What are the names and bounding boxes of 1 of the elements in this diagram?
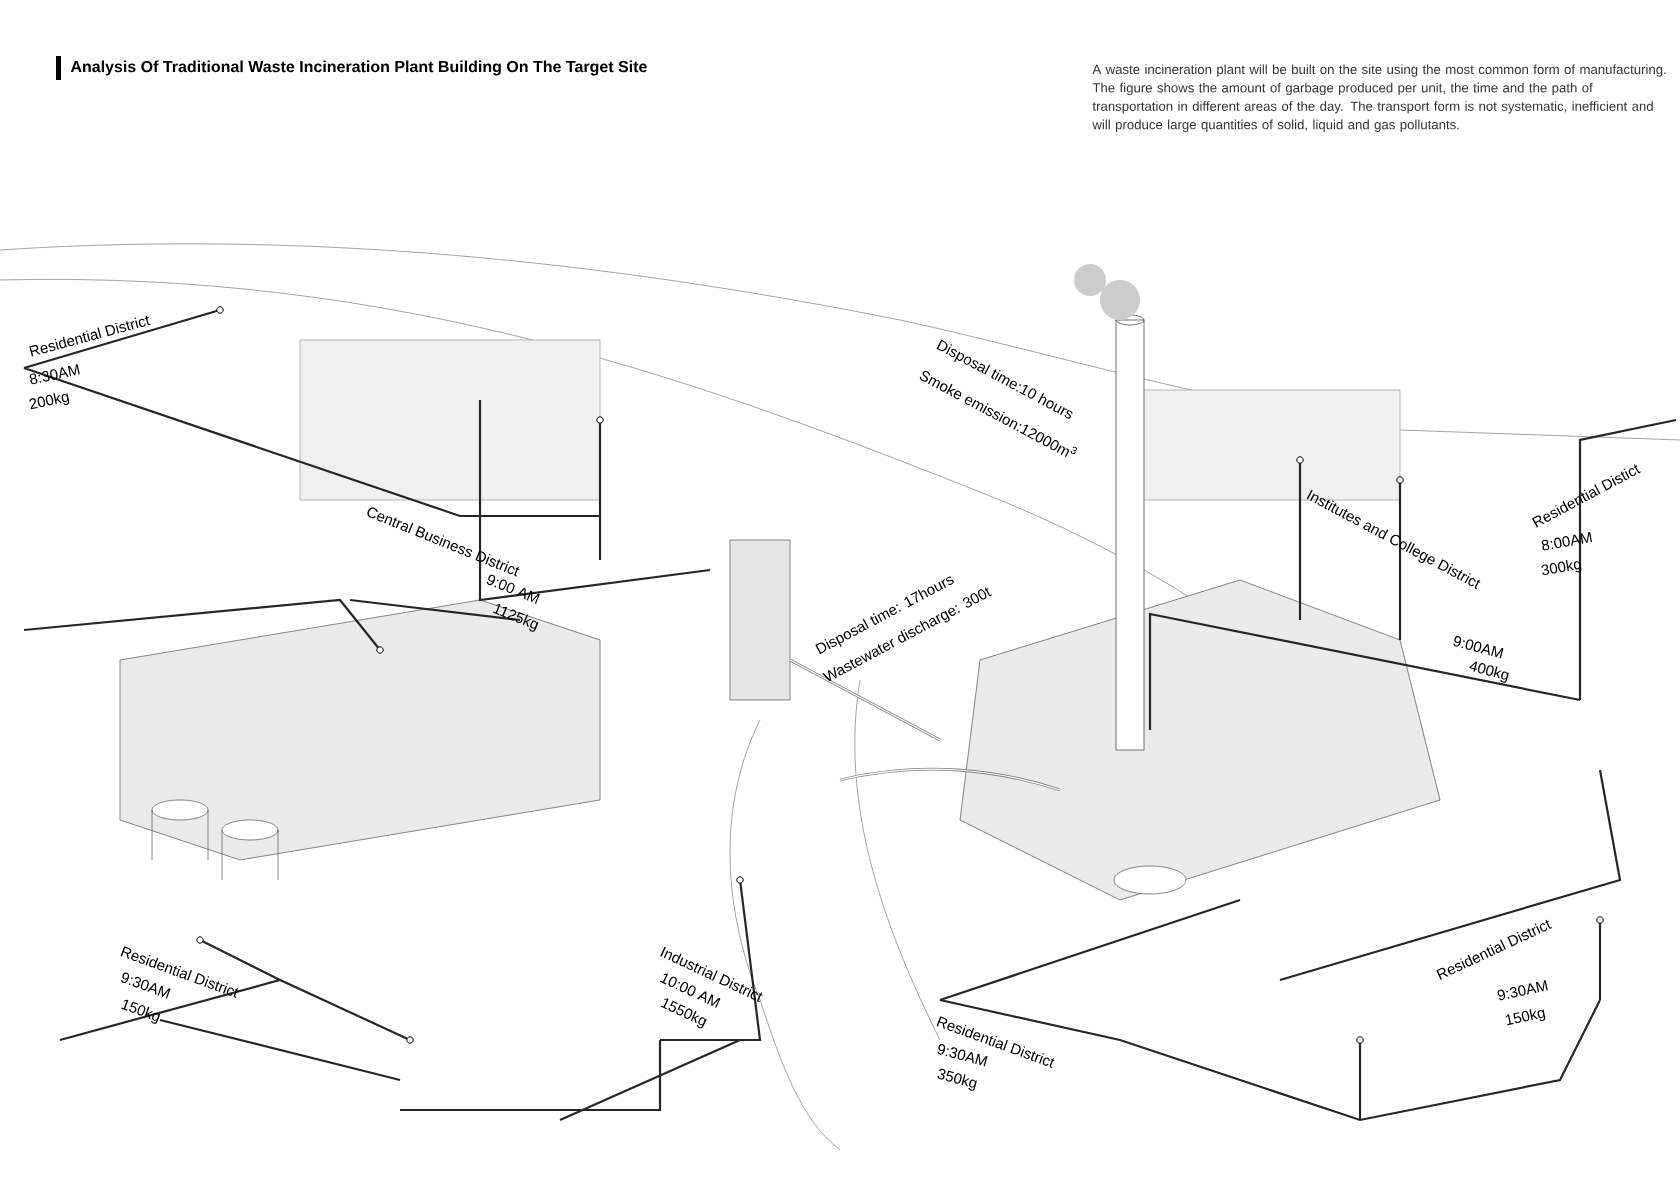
title: Analysis Of Traditional Waste Incineration Plant Building On The Target Site: [70, 60, 647, 76]
